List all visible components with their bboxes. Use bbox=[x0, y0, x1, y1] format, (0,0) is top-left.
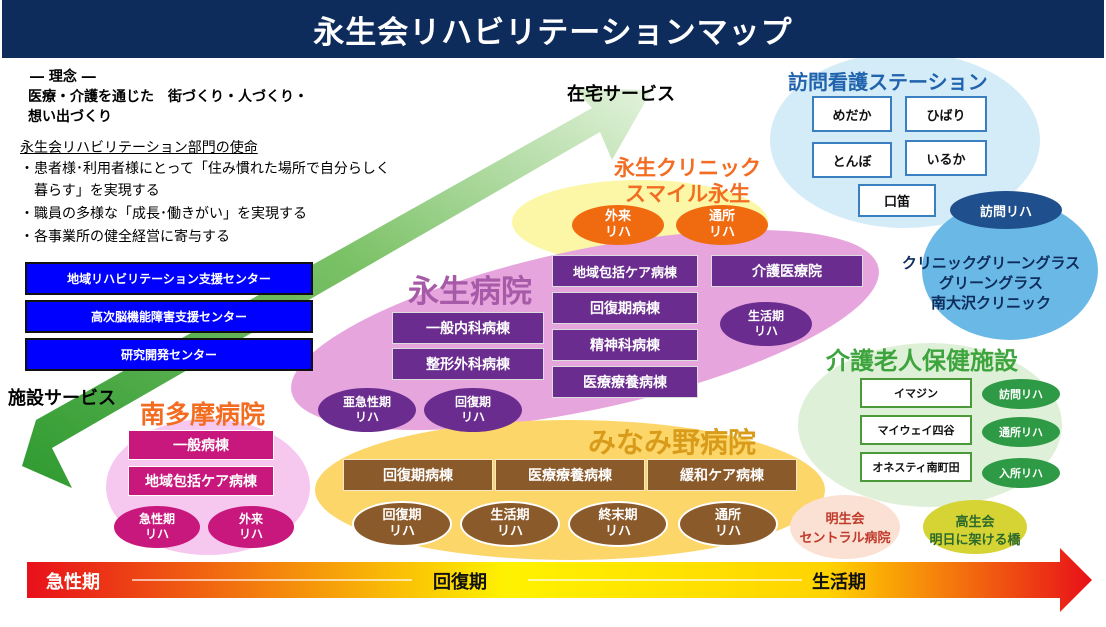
philosophy-line-2: 想い出づくり bbox=[28, 109, 112, 125]
takasei-area bbox=[923, 500, 1027, 554]
takasei-line-1: 高生会 bbox=[955, 515, 995, 530]
facility-imagine: イマジン bbox=[860, 378, 972, 408]
philosophy-heading: ― 理念 ― bbox=[30, 69, 96, 85]
center-research: 研究開発センター bbox=[25, 338, 313, 371]
nagao-recovery-rehab-line-1: 回復期 bbox=[454, 395, 491, 409]
mission-heading: 永生会リハビリテーション部門の使命 bbox=[20, 140, 258, 156]
mt-outpatient-rehab-line-1: 外来 bbox=[238, 512, 263, 526]
mt-acute-rehab: 急性期 リハ bbox=[114, 506, 200, 548]
takasei-line-2: 明日に架ける橋 bbox=[929, 533, 1021, 548]
mn-life-rehab-line-1: 生活期 bbox=[490, 507, 530, 523]
facility-service-label: 施設サービス bbox=[8, 388, 116, 409]
home-nursing-title: 訪問看護ステーション bbox=[788, 70, 988, 94]
nagao-recovery-rehab-line-2: リハ bbox=[460, 410, 485, 424]
facility-honesty: オネスティ南町田 bbox=[860, 452, 972, 482]
station-tonbo: とんぼ bbox=[812, 142, 892, 178]
phase-acute: 急性期 bbox=[46, 572, 100, 593]
mn-terminal-rehab-line-2: リハ bbox=[604, 524, 631, 539]
service-arrow bbox=[22, 88, 652, 488]
geriatric-residential-rehab: 入所リハ bbox=[982, 458, 1060, 488]
clinic-name-1: クリニックグリーングラス bbox=[901, 254, 1081, 272]
facility-myway: マイウェイ四谷 bbox=[860, 415, 972, 445]
mt-acute-rehab-line-1: 急性期 bbox=[138, 512, 175, 526]
mission-item-2: 暮らす」を実現する bbox=[20, 183, 160, 199]
clinic-visit-rehab: 訪問リハ bbox=[950, 191, 1062, 229]
minamino-title: みなみ野病院 bbox=[588, 426, 757, 459]
mn-daycare-rehab: 通所 リハ bbox=[678, 501, 778, 547]
ward-general: 一般病棟 bbox=[128, 430, 274, 460]
ward-internal-medicine: 一般内科病棟 bbox=[392, 312, 544, 344]
nagao-life-rehab-line-2: リハ bbox=[753, 324, 778, 338]
nagao-life-rehab-line-1: 生活期 bbox=[747, 309, 784, 323]
nagao-life-rehab: 生活期 リハ bbox=[720, 302, 812, 346]
ward-medical-care-mn: 医療療養病棟 bbox=[495, 459, 645, 491]
ward-recovery-mn: 回復期病棟 bbox=[343, 459, 493, 491]
clinic-daycare-rehab: 通所 リハ bbox=[676, 205, 768, 245]
clinic-daycare-rehab-line-1: 通所 bbox=[708, 208, 735, 224]
mn-recovery-rehab-line-2: リハ bbox=[388, 524, 415, 539]
ward-psychiatry: 精神科病棟 bbox=[552, 329, 698, 361]
mn-recovery-rehab-line-1: 回復期 bbox=[382, 507, 422, 523]
philosophy-line-1: 医療・介護を通じた 街づくり・人づくり・ bbox=[28, 89, 308, 105]
geriatric-title: 介護老人保健施設 bbox=[826, 347, 1018, 375]
mn-terminal-rehab: 終末期 リハ bbox=[568, 501, 668, 547]
meisei-area bbox=[790, 495, 900, 559]
minami-tama-title: 南多摩病院 bbox=[140, 400, 266, 429]
ward-orthopedics: 整形外科病棟 bbox=[392, 348, 544, 380]
geriatric-daycare-rehab: 通所リハ bbox=[982, 417, 1060, 447]
clinic-name-3: 南大沢クリニック bbox=[930, 294, 1051, 312]
nagao-recovery-rehab: 回復期 リハ bbox=[424, 388, 522, 432]
mn-daycare-rehab-line-1: 通所 bbox=[714, 507, 741, 523]
clinic-daycare-rehab-line-2: リハ bbox=[708, 225, 735, 240]
mn-life-rehab: 生活期 リハ bbox=[460, 501, 560, 547]
station-iruka: いるか bbox=[905, 140, 987, 176]
ward-community-care-mt: 地域包括ケア病棟 bbox=[128, 466, 274, 496]
meisei-line-1: 明生会 bbox=[825, 512, 865, 527]
mn-recovery-rehab: 回復期 リハ bbox=[352, 501, 452, 547]
mn-daycare-rehab-line-2: リハ bbox=[714, 524, 741, 539]
meisei-line-2: セントラル病院 bbox=[799, 531, 891, 546]
center-higher-brain: 高次脳機能障害支援センター bbox=[25, 300, 313, 333]
nagao-subacute-rehab: 亜急性期 リハ bbox=[318, 388, 416, 432]
center-regional-rehab: 地域リハビリテーション支援センター bbox=[25, 262, 313, 295]
geriatric-visit-rehab: 訪問リハ bbox=[982, 379, 1060, 409]
mission-item-1: ・患者様･利用者様にとって「住み慣れた場所で自分らしく bbox=[20, 161, 390, 177]
mt-acute-rehab-line-2: リハ bbox=[144, 527, 169, 541]
nagao-subacute-rehab-line-1: 亜急性期 bbox=[342, 395, 391, 409]
clinic-smile-title-2: スマイル永生 bbox=[624, 182, 751, 206]
mn-terminal-rehab-line-1: 終末期 bbox=[598, 507, 638, 523]
clinic-area bbox=[922, 200, 1098, 340]
nagao-hospital-title: 永生病院 bbox=[408, 274, 532, 310]
clinic-name-2: グリーングラス bbox=[939, 274, 1043, 292]
clinic-outpatient-rehab-line-1: 外来 bbox=[604, 208, 631, 224]
mt-outpatient-rehab-line-2: リハ bbox=[238, 527, 263, 541]
ward-palliative: 緩和ケア病棟 bbox=[647, 459, 797, 491]
station-medaka: めだか bbox=[812, 96, 892, 132]
ward-recovery: 回復期病棟 bbox=[552, 292, 698, 324]
station-hibari: ひばり bbox=[905, 96, 987, 132]
mission-item-3: ・職員の多様な「成長･働きがい」を実現する bbox=[20, 206, 307, 222]
clinic-outpatient-rehab-line-2: リハ bbox=[604, 225, 631, 240]
station-kuchibue: 口笛 bbox=[858, 184, 936, 217]
ward-care-hospital: 介護医療院 bbox=[711, 255, 863, 287]
clinic-smile-title-1: 永生クリニック bbox=[614, 156, 761, 180]
nagao-subacute-rehab-line-2: リハ bbox=[354, 410, 379, 424]
page-title: 永生会リハビリテーションマップ bbox=[2, 0, 1104, 58]
clinic-outpatient-rehab: 外来 リハ bbox=[572, 205, 664, 245]
phase-life: 生活期 bbox=[812, 572, 866, 593]
home-service-label: 在宅サービス bbox=[567, 84, 675, 105]
mission-item-4: ・各事業所の健全経営に寄与する bbox=[20, 229, 230, 245]
phase-recovery: 回復期 bbox=[433, 572, 487, 593]
mt-outpatient-rehab: 外来 リハ bbox=[208, 506, 294, 548]
ward-medical-care: 医療療養病棟 bbox=[552, 366, 698, 398]
mn-life-rehab-line-2: リハ bbox=[496, 524, 523, 539]
ward-community-care: 地域包括ケア病棟 bbox=[552, 255, 698, 287]
